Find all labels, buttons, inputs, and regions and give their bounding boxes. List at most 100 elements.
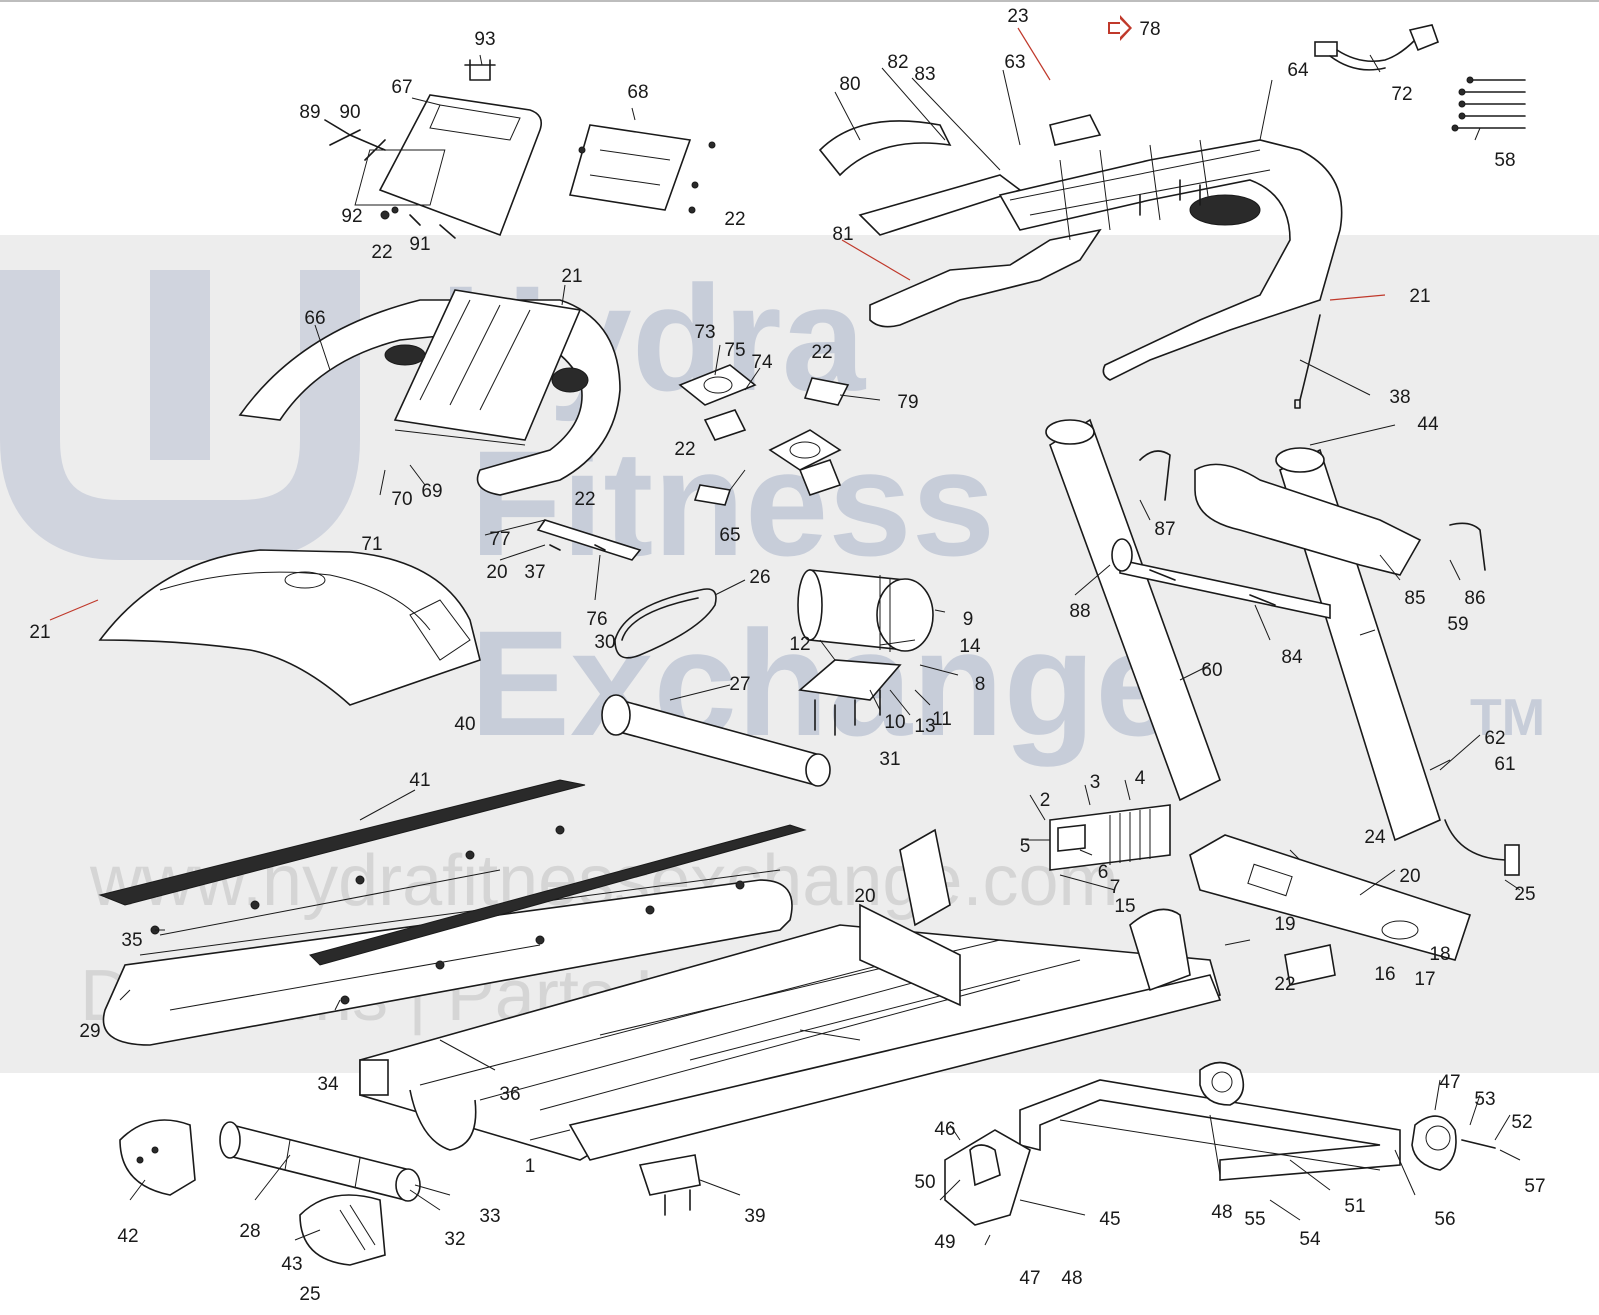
callout-57: 57 <box>1524 1176 1545 1197</box>
callout-92: 92 <box>341 206 362 227</box>
callout-22-3: 22 <box>811 342 832 363</box>
callout-35: 35 <box>121 930 142 951</box>
watermark-line2: Fitness <box>470 419 995 587</box>
callout-41: 41 <box>409 770 430 791</box>
callout-51: 51 <box>1344 1196 1365 1217</box>
callout-69: 69 <box>421 481 442 502</box>
callout-20-1: 20 <box>486 562 507 583</box>
callout-90: 90 <box>339 102 360 123</box>
callout-47-1: 47 <box>1019 1268 1040 1289</box>
callout-8: 8 <box>975 674 986 695</box>
callout-22-5: 22 <box>574 489 595 510</box>
callout-34: 34 <box>317 1074 339 1095</box>
top-border <box>0 0 1599 2</box>
callout-82: 82 <box>887 52 908 73</box>
callout-62: 62 <box>1484 728 1505 749</box>
main-frame-1 <box>359 828 1222 1161</box>
callout-12: 12 <box>789 634 810 655</box>
callout-50: 50 <box>914 1172 935 1193</box>
motor-shroud-40 <box>98 549 481 706</box>
callout-65: 65 <box>719 525 740 546</box>
callout-78: 78 <box>1139 19 1160 40</box>
callout-2: 2 <box>1040 790 1051 811</box>
motor-9 <box>797 569 934 736</box>
rear-roller-28 <box>219 1121 421 1202</box>
drive-belt-26 <box>614 588 717 659</box>
callout-19: 19 <box>1274 914 1295 935</box>
callout-20-2: 20 <box>854 886 875 907</box>
callout-5: 5 <box>1020 836 1031 857</box>
callout-93: 93 <box>474 29 495 50</box>
callout-70: 70 <box>391 489 412 510</box>
callout-1: 1 <box>525 1156 536 1177</box>
foot-39 <box>638 1154 701 1216</box>
callout-10: 10 <box>884 712 905 733</box>
callout-4: 4 <box>1135 768 1146 789</box>
callout-3: 3 <box>1090 772 1101 793</box>
callout-87: 87 <box>1154 519 1175 540</box>
callout-27: 27 <box>729 674 750 695</box>
callout-18: 18 <box>1429 944 1450 965</box>
callout-68: 68 <box>627 82 648 103</box>
callout-9: 9 <box>963 609 974 630</box>
incline-frame-51 <box>1019 1061 1401 1181</box>
callout-23: 23 <box>1007 6 1028 27</box>
front-roller-27 <box>601 694 831 787</box>
incline-motor-45 <box>944 1129 1031 1226</box>
callout-22-2: 22 <box>724 209 745 230</box>
bracket-77-76 <box>536 519 642 561</box>
callout-22-6: 22 <box>1274 974 1295 995</box>
callout-73: 73 <box>694 322 715 343</box>
callout-22-1: 22 <box>371 242 392 263</box>
callout-37: 37 <box>524 562 545 583</box>
callout-29: 29 <box>79 1021 100 1042</box>
callout-11: 11 <box>932 709 952 730</box>
bracket-73-75-74 <box>678 364 850 506</box>
callout-22-4: 22 <box>674 439 695 460</box>
callout-20-3: 20 <box>1399 866 1420 887</box>
callout-48-1: 48 <box>1061 1268 1082 1289</box>
wheel-53 <box>1411 1115 1496 1171</box>
callout-43: 43 <box>281 1254 302 1275</box>
callout-33: 33 <box>479 1206 500 1227</box>
handle-frame-85 <box>1139 450 1486 576</box>
callout-71: 71 <box>361 534 382 555</box>
callout-74: 74 <box>751 352 773 373</box>
callout-47-2: 47 <box>1439 1072 1460 1093</box>
callout-55: 55 <box>1244 1209 1265 1230</box>
callout-31: 31 <box>879 749 900 770</box>
callout-40: 40 <box>454 714 475 735</box>
callout-75: 75 <box>724 340 745 361</box>
callout-36: 36 <box>499 1084 520 1105</box>
deck-belt-41 <box>98 779 807 1046</box>
callout-13: 13 <box>914 716 935 737</box>
callout-89: 89 <box>299 102 320 123</box>
upper-frame-assembly <box>818 114 1343 409</box>
callout-66: 66 <box>304 308 325 329</box>
callout-39: 39 <box>744 1206 765 1227</box>
watermark-tm: TM <box>1470 689 1545 747</box>
callout-52: 52 <box>1511 1112 1532 1133</box>
highlight-arrow-icon <box>1108 15 1132 41</box>
callout-77: 77 <box>489 529 510 550</box>
callout-64: 64 <box>1287 60 1309 81</box>
bolts-58 <box>1451 76 1526 132</box>
motor-base-24 <box>1189 834 1472 986</box>
callout-56: 56 <box>1434 1209 1455 1230</box>
end-cap-42 <box>119 1119 196 1196</box>
callout-26: 26 <box>749 567 770 588</box>
callout-28: 28 <box>239 1221 260 1242</box>
callout-59: 59 <box>1447 614 1468 635</box>
callout-85: 85 <box>1404 588 1425 609</box>
plate-68 <box>568 124 716 214</box>
callout-17: 17 <box>1414 969 1435 990</box>
callout-45: 45 <box>1099 1209 1120 1230</box>
callout-83: 83 <box>914 64 935 85</box>
callout-25-2: 25 <box>299 1284 320 1305</box>
callout-76: 76 <box>586 609 607 630</box>
callout-81: 81 <box>832 224 853 245</box>
callout-38: 38 <box>1389 387 1410 408</box>
callout-67: 67 <box>391 77 412 98</box>
